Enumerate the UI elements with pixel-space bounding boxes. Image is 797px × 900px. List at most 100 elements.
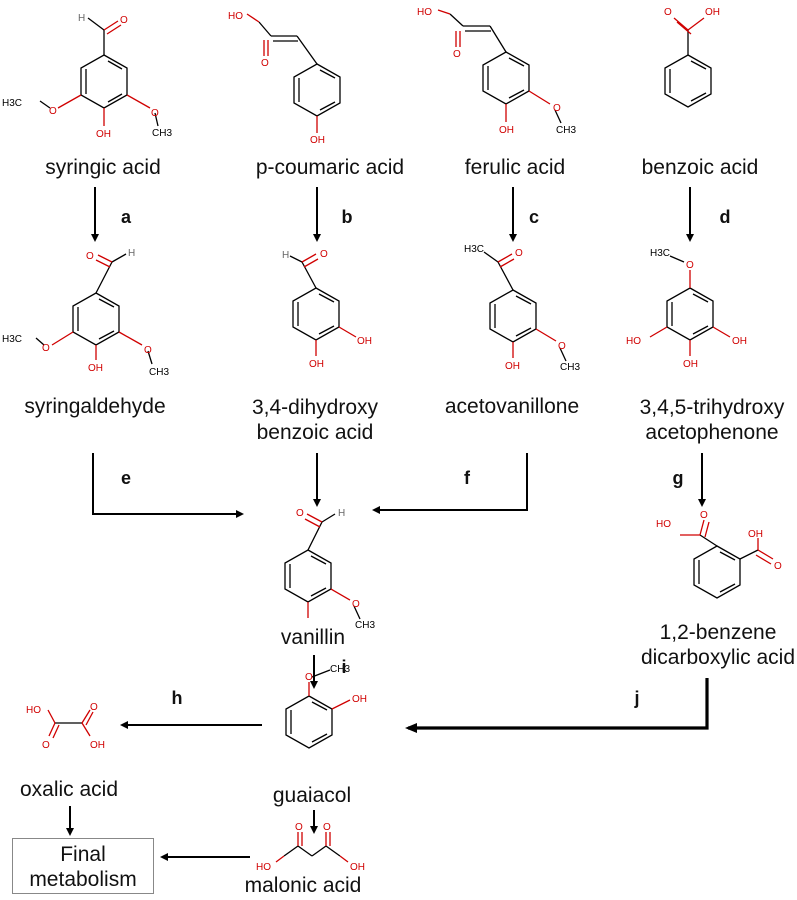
step-label-a: a [120,207,132,227]
atom-label: OH [350,862,365,873]
label-line: 3,4-dihydroxy [251,396,379,419]
step-label-d: d [719,207,731,227]
atom-label: H3C [464,244,484,255]
label-dihydroxy-benzoic-acid: 3,4-dihydroxy benzoic acid [252,395,378,445]
atom-label: O [86,251,94,262]
atom-label: O [320,249,328,260]
atom-label: CH3 [556,125,576,136]
structure-benzoic-acid [664,17,712,108]
atom-label: H [78,13,85,24]
structure-guaiacol [285,669,351,749]
final-metabolism-box: Final metabolism [12,838,154,894]
atom-label: H [128,248,135,259]
atom-label: CH3 [560,362,580,373]
atom-label: OH [88,363,103,374]
atom-label: OH [352,694,367,705]
label-line: metabolism [29,868,137,891]
step-label-h: h [171,688,183,708]
atom-label: HO [626,336,641,347]
atom-label: OH [96,129,111,140]
atom-label: OH [310,135,325,146]
atom-label: O [453,49,461,60]
atom-label: CH3 [330,664,350,675]
step-label-i: i [341,657,347,677]
atom-label: O [144,345,152,356]
atom-label: O [558,341,566,352]
label-line: Final [60,843,106,866]
atom-label: O [295,822,303,833]
atom-label: OH [505,361,520,372]
atom-label: HO [256,862,271,873]
atom-label: O [261,58,269,69]
atom-label: HO [26,705,41,716]
atom-label: OH [732,336,747,347]
label-oxalic-acid: oxalic acid [19,778,119,801]
atom-label: OH [748,529,763,540]
atom-label: CH3 [355,620,375,631]
atom-label: H3C [2,98,22,109]
atom-label: O [296,508,304,519]
label-line: dicarboxylic acid [640,646,796,669]
label-benzene-dicarboxylic-acid: 1,2-benzene dicarboxylic acid [641,620,795,670]
structure-syringaldehyde [35,253,153,365]
atom-label: CH3 [149,367,169,378]
atom-label: OH [683,359,698,370]
label-acetovanillone: acetovanillone [444,395,580,418]
structure-oxalic-acid [47,709,94,739]
atom-label: CH3 [152,128,172,139]
atom-label: O [120,15,128,26]
atom-label: O [553,103,561,114]
structure-trihydroxy-acetophenone [649,255,731,356]
arrow-j [405,678,709,733]
arrow-f [372,453,528,514]
step-label-b: b [341,207,353,227]
atom-label: HO [417,7,432,18]
atom-label: O [323,822,331,833]
atom-label: O [42,343,50,354]
atom-label: OH [499,125,514,136]
structure-benzene-dicarboxylic-acid [680,519,774,599]
atom-label: O [151,108,159,119]
step-label-f: f [464,468,470,488]
atom-label: OH [309,359,324,370]
structure-p-coumaric-acid [246,13,341,133]
atom-label: H3C [650,248,670,259]
atom-label: H [338,508,345,519]
label-line: benzoic acid [256,421,374,444]
label-guaiacol: guaiacol [272,784,352,807]
step-label-j: j [634,688,640,708]
atom-label: H [282,250,289,261]
atom-label: HO [656,519,671,530]
structure-malonic-acid [275,832,349,863]
label-syringaldehyde: syringaldehyde [24,395,166,418]
structure-syringic-acid [39,17,159,127]
arrow-e [92,453,244,518]
label-vanillin: vanillin [280,626,346,649]
atom-label: OH [357,336,372,347]
atom-label: HO [228,11,243,22]
label-ferulic-acid: ferulic acid [464,156,566,179]
atom-label: OH [705,7,720,18]
atom-label: O [352,599,360,610]
label-trihydroxy-acetophenone: 3,4,5-trihydroxy acetophenone [640,395,785,445]
label-line: 1,2-benzene [659,621,777,644]
atom-label: O [305,672,313,683]
atom-label: O [515,248,523,259]
atom-label: O [700,510,708,521]
structure-vanillin [284,513,361,620]
label-syringic-acid: syringic acid [45,156,161,179]
atom-label: OH [90,740,105,751]
label-p-coumaric-acid: p-coumaric acid [255,156,405,179]
step-label-c: c [528,207,540,227]
structure-dihydroxy-benzoic-acid [289,253,357,356]
atom-label: O [49,106,57,117]
structure-acetovanillone [483,251,567,362]
step-label-g: g [672,468,684,488]
step-label-e: e [120,468,132,488]
atom-label: O [90,702,98,713]
label-line: 3,4,5-trihydroxy [639,396,785,419]
label-malonic-acid: malonic acid [244,874,362,897]
structure-ferulic-acid [437,9,562,124]
atom-label: O [42,740,50,751]
label-benzoic-acid: benzoic acid [641,156,759,179]
